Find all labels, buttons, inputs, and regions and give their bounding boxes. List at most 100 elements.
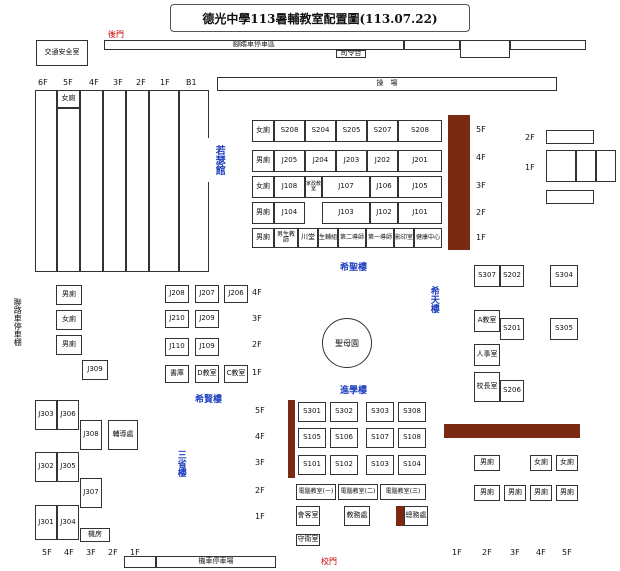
room-s202: S202	[500, 265, 524, 287]
right-restroom-male-4: 男廁	[530, 485, 552, 501]
machine-room: 機房	[80, 528, 110, 542]
room-j109: J109	[195, 338, 219, 356]
jinxian-label: 進學樓	[340, 386, 368, 396]
principal-office: 校長室	[474, 372, 500, 402]
floor-4f-right: 4F	[476, 153, 486, 162]
a-classroom: A教室	[474, 310, 500, 332]
weihe-r3-restroom: 女廁	[252, 176, 274, 198]
room-s205: S205	[336, 120, 367, 142]
carpark-left: 聯路車停車棚	[2, 292, 32, 352]
floor-3f-right: 3F	[476, 181, 486, 190]
left-restroom-1: 男廁	[56, 285, 82, 305]
annex-room-1f-c	[596, 150, 616, 182]
room-j103: J103	[322, 202, 370, 224]
rb-2f: 2F	[482, 548, 492, 557]
library-col-4f	[80, 90, 103, 272]
room-j107: J107	[322, 176, 370, 198]
floor-4f: 4F	[89, 78, 99, 87]
male-teacher-room: 男生教師	[274, 228, 298, 248]
room-j206: J206	[224, 285, 248, 303]
room-j309: J309	[82, 360, 108, 380]
motorcycle-park: 機車停車場	[156, 556, 276, 568]
room-s307: S307	[474, 265, 500, 287]
room-j201: J201	[398, 150, 442, 172]
annex-2f: 2F	[525, 133, 535, 142]
right-restroom-male-2: 男廁	[474, 485, 500, 501]
computer-room-3: 電腦教室(三)	[380, 484, 426, 500]
room-j209: J209	[195, 310, 219, 328]
room-j302: J302	[35, 452, 57, 482]
room-s207: S207	[367, 120, 398, 142]
room-j301: J301	[35, 505, 57, 540]
bottom-1f: 1F	[130, 548, 140, 557]
room-s208-a: S208	[274, 120, 305, 142]
room-d: D教室	[195, 365, 219, 383]
left-restroom-2: 女廁	[56, 310, 82, 330]
page-title: 德光中學113暑輔教室配置圖(113.07.22)	[170, 4, 470, 32]
room-j102: J102	[370, 202, 398, 224]
room-c: C教室	[224, 365, 248, 383]
room-s103: S103	[366, 455, 394, 475]
annex-1f: 1F	[525, 163, 535, 172]
weihe-hall-label: 若瑟館	[208, 138, 228, 182]
jx-2f: 2F	[255, 486, 265, 495]
room-j110: J110	[165, 338, 189, 356]
school-gate-label: 校門	[321, 557, 337, 566]
annex-room-2f	[546, 130, 594, 144]
library-col-5f	[57, 108, 80, 272]
floor-2f: 2F	[136, 78, 146, 87]
room-j202: J202	[367, 150, 398, 172]
room-j105: J105	[398, 176, 442, 198]
room-j210: J210	[165, 310, 189, 328]
room-s208-b: S208	[398, 120, 442, 142]
room-j205: J205	[274, 150, 305, 172]
room-j207: J207	[195, 285, 219, 303]
back-gate-label: 後門	[108, 30, 124, 39]
right-restroom-male-5: 男廁	[556, 485, 578, 501]
bottom-4f: 4F	[64, 548, 74, 557]
jx-4f: 4F	[255, 432, 265, 441]
room-s305: S305	[550, 318, 578, 340]
restroom-female-lib: 女廁	[57, 90, 80, 108]
library-col-1f	[149, 90, 179, 272]
weihe-r4-restroom: 男廁	[252, 202, 274, 224]
rb-5f: 5F	[562, 548, 572, 557]
room-s106: S106	[330, 428, 358, 448]
xy-1f: 1F	[252, 368, 262, 377]
room-s101: S101	[298, 455, 326, 475]
rooms-top-right-2	[510, 40, 586, 50]
playground: 操 場	[217, 77, 557, 91]
traffic-office: 交通安全室	[36, 40, 88, 66]
library-col-3f	[103, 90, 126, 272]
room-s303: S303	[366, 402, 394, 422]
xitian-label: 希天樓	[426, 276, 440, 322]
rooms-top-right-1	[460, 40, 510, 58]
room-s308: S308	[398, 402, 426, 422]
annex-room-1f-a	[546, 150, 576, 182]
academic-affairs: 教務處	[344, 506, 370, 526]
right-restroom-female-1: 女廁	[530, 455, 552, 471]
room-j304: J304	[57, 505, 79, 540]
weihe-r1-restroom: 女廁	[252, 120, 274, 142]
guardroom-bottom: 守衛室	[296, 534, 320, 546]
reception-room: 會客室	[296, 506, 320, 526]
jx-stair-column	[288, 400, 295, 478]
xy-4f: 4F	[252, 288, 262, 297]
rb-4f: 4F	[536, 548, 546, 557]
bottom-5f: 5F	[42, 548, 52, 557]
annex-room-1f-b	[576, 150, 596, 182]
floor-2f-right: 2F	[476, 208, 486, 217]
room-j307: J307	[80, 478, 102, 508]
room-s302: S302	[330, 402, 358, 422]
second-mentor: 第二導師	[338, 228, 366, 248]
weihe-r2-restroom: 男廁	[252, 150, 274, 172]
room-s102: S102	[330, 455, 358, 475]
rb-3f: 3F	[510, 548, 520, 557]
room-s201: S201	[500, 318, 524, 340]
rb-1f: 1F	[452, 548, 462, 557]
first-mentor: 第一導師	[366, 228, 394, 248]
bottom-2f: 2F	[108, 548, 118, 557]
room-j204: J204	[305, 150, 336, 172]
room-j108: J108	[274, 176, 305, 198]
left-restroom-3: 男廁	[56, 335, 82, 355]
